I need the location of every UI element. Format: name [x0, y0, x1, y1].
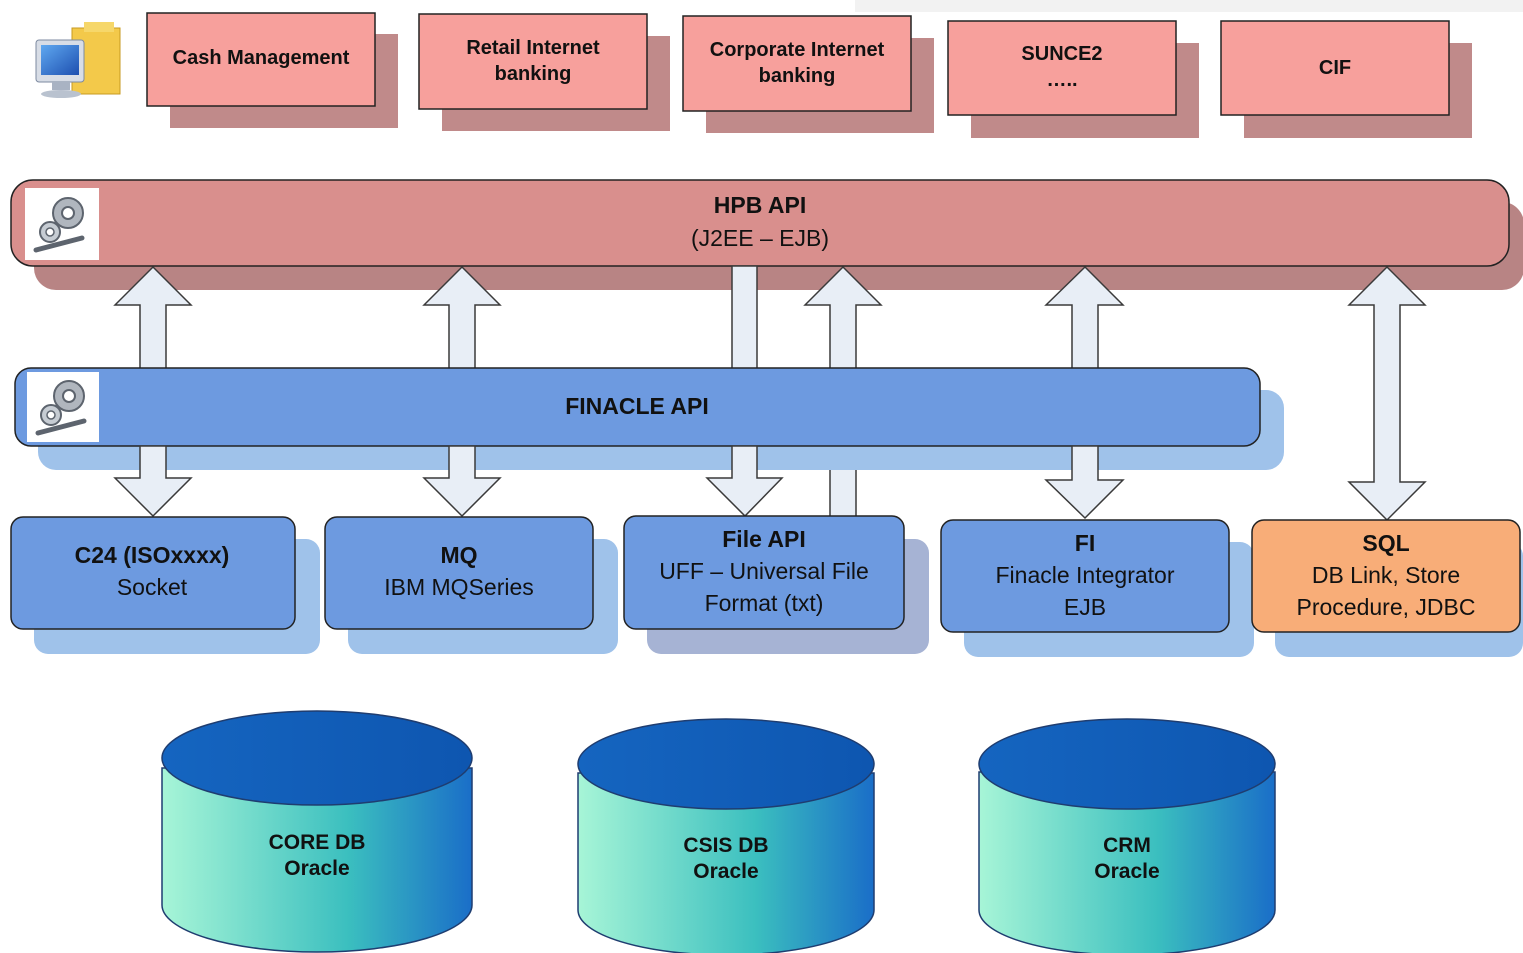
- adapter-line1: IBM MQSeries: [384, 574, 534, 600]
- adapter-layer: C24 (ISOxxxx) Socket MQ IBM MQSeries Fil…: [10, 515, 1523, 657]
- hpb-api-subtitle: (J2EE – EJB): [691, 225, 829, 251]
- database-engine: Oracle: [693, 860, 758, 883]
- app-label-line2: banking: [759, 65, 836, 87]
- app-box-corporate-internet-banking[interactable]: Corporate Internet banking: [682, 15, 934, 133]
- finacle-api-layer[interactable]: FINACLE API: [14, 367, 1284, 470]
- up-arrow: [113, 265, 193, 373]
- database-name: CRM: [1103, 834, 1151, 857]
- adapter-line2: Format (txt): [705, 590, 824, 616]
- app-label: Cash Management: [173, 47, 350, 69]
- down-arrow: [113, 445, 193, 518]
- app-box-sunce2[interactable]: SUNCE2 …..: [947, 20, 1199, 138]
- adapter-line1: DB Link, Store: [1312, 562, 1460, 588]
- connector-arrows-down: [113, 445, 1125, 520]
- hpb-api-title: HPB API: [714, 192, 806, 218]
- down-arrow-shaft: [731, 265, 758, 373]
- database-layer: CORE DB Oracle CSIS DB Oracle CRM Oracle: [161, 710, 1276, 953]
- adapter-line2: Procedure, JDBC: [1297, 594, 1476, 620]
- database-engine: Oracle: [1094, 860, 1159, 883]
- up-arrow: [1044, 265, 1125, 373]
- adapter-box-mq[interactable]: MQ IBM MQSeries: [324, 516, 618, 654]
- hpb-api-layer[interactable]: HPB API (J2EE – EJB): [10, 179, 1523, 290]
- adapter-title: SQL: [1362, 530, 1409, 556]
- adapter-title: File API: [722, 526, 806, 552]
- adapter-box-c24[interactable]: C24 (ISOxxxx) Socket: [10, 516, 320, 654]
- adapter-line1: Socket: [117, 574, 188, 600]
- adapter-box-file-api[interactable]: File API UFF – Universal File Format (tx…: [623, 515, 929, 654]
- adapter-line2: EJB: [1064, 594, 1106, 620]
- adapter-title: C24 (ISOxxxx): [75, 542, 230, 568]
- app-box-retail-internet-banking[interactable]: Retail Internet banking: [418, 13, 670, 131]
- app-label: CIF: [1319, 57, 1351, 79]
- app-label-line2: …..: [1046, 69, 1077, 91]
- database-name: CSIS DB: [683, 834, 768, 857]
- gear-tools-icon: [25, 188, 99, 260]
- adapter-title: FI: [1075, 530, 1095, 556]
- down-arrow: [1044, 445, 1125, 520]
- double-arrow: [1347, 265, 1427, 522]
- database-engine: Oracle: [284, 857, 349, 880]
- database-name: CORE DB: [269, 831, 366, 854]
- down-arrow: [705, 445, 784, 518]
- app-label-line2: banking: [495, 63, 572, 85]
- finacle-api-title: FINACLE API: [565, 393, 709, 419]
- database-cylinder-crm[interactable]: CRM Oracle: [978, 718, 1276, 953]
- adapter-box-sql[interactable]: SQL DB Link, Store Procedure, JDBC: [1251, 519, 1523, 657]
- adapter-line1: UFF – Universal File: [659, 558, 869, 584]
- desktop-computer-icon: [35, 22, 121, 98]
- top-banner-strip: [855, 0, 1523, 12]
- up-arrow: [422, 265, 502, 373]
- app-label-line1: Retail Internet: [466, 37, 600, 59]
- adapter-box-fi[interactable]: FI Finacle Integrator EJB: [940, 519, 1254, 657]
- down-arrow: [422, 445, 502, 518]
- app-label-line1: Corporate Internet: [710, 39, 885, 61]
- application-layer: Cash Management Retail Internet banking …: [146, 12, 1472, 138]
- adapter-line1: Finacle Integrator: [996, 562, 1175, 588]
- gear-tools-icon: [27, 372, 99, 442]
- adapter-title: MQ: [440, 542, 477, 568]
- database-cylinder-csis-db[interactable]: CSIS DB Oracle: [577, 718, 875, 953]
- app-box-cash-management[interactable]: Cash Management: [146, 12, 398, 128]
- app-box-cif[interactable]: CIF: [1220, 20, 1472, 138]
- app-label-line1: SUNCE2: [1021, 43, 1102, 65]
- database-cylinder-core-db[interactable]: CORE DB Oracle: [161, 710, 473, 953]
